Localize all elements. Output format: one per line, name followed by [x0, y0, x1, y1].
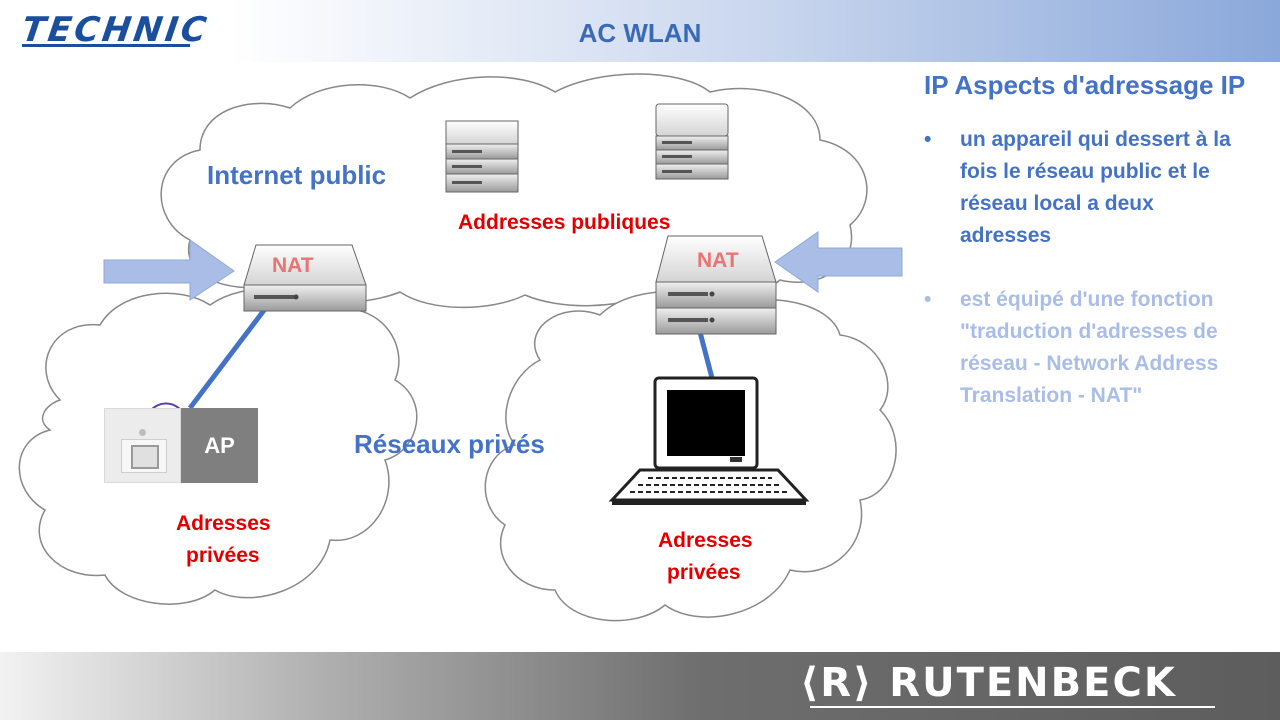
- arrow-left-icon: [774, 231, 903, 293]
- link-line-left: [188, 303, 270, 410]
- footer-bar: [0, 652, 1280, 720]
- rutenbeck-logo: ⟨R⟩ RUTENBECK: [800, 660, 1177, 706]
- bullet-1-line-2: fois le réseau public et le: [960, 160, 1210, 183]
- server-stack-2: [655, 103, 729, 180]
- nat-router-left: [243, 244, 367, 312]
- bullet-1-line-1: un appareil qui dessert à la: [960, 128, 1231, 151]
- bullet-1-line-3: réseau local a deux: [960, 192, 1154, 215]
- private-addresses-left-line1: Adresses: [176, 512, 271, 535]
- server-stack-1: [445, 120, 519, 193]
- access-point-label: AP: [181, 408, 258, 483]
- bullet-1-line-4: adresses: [960, 224, 1052, 247]
- bullet-dot: •: [924, 128, 932, 151]
- panel-title: IP Aspects d'adressage IP: [924, 70, 1246, 100]
- nat-router-right: [655, 235, 777, 335]
- slide-title: AC WLAN: [578, 18, 702, 48]
- bullet-2-line-2: "traduction d'adresses de: [960, 320, 1218, 343]
- network-socket: [104, 408, 181, 483]
- bullet-2-line-4: Translation - NAT": [960, 384, 1143, 407]
- private-networks-label: Réseaux privés: [354, 429, 545, 459]
- header-bar: [0, 0, 1280, 62]
- bullet-dot: •: [924, 288, 932, 311]
- internet-public-label: Internet public: [207, 160, 387, 190]
- bullet-2-line-1: est équipé d'une fonction: [960, 288, 1214, 311]
- logo-underline: [22, 44, 190, 47]
- private-addresses-left-line2: privées: [186, 544, 260, 567]
- private-addresses-right-line2: privées: [667, 561, 741, 584]
- private-addresses-right-line1: Adresses: [658, 529, 753, 552]
- computer-icon: [608, 376, 810, 505]
- brand-underline: [810, 706, 1215, 708]
- nat-label-left: NAT: [272, 254, 314, 277]
- nat-label-right: NAT: [697, 249, 739, 272]
- bullet-2-line-3: réseau - Network Address: [960, 352, 1219, 375]
- link-line-right: [697, 331, 715, 379]
- arrow-right-icon: [103, 239, 235, 301]
- public-addresses-label: Addresses publiques: [458, 211, 671, 234]
